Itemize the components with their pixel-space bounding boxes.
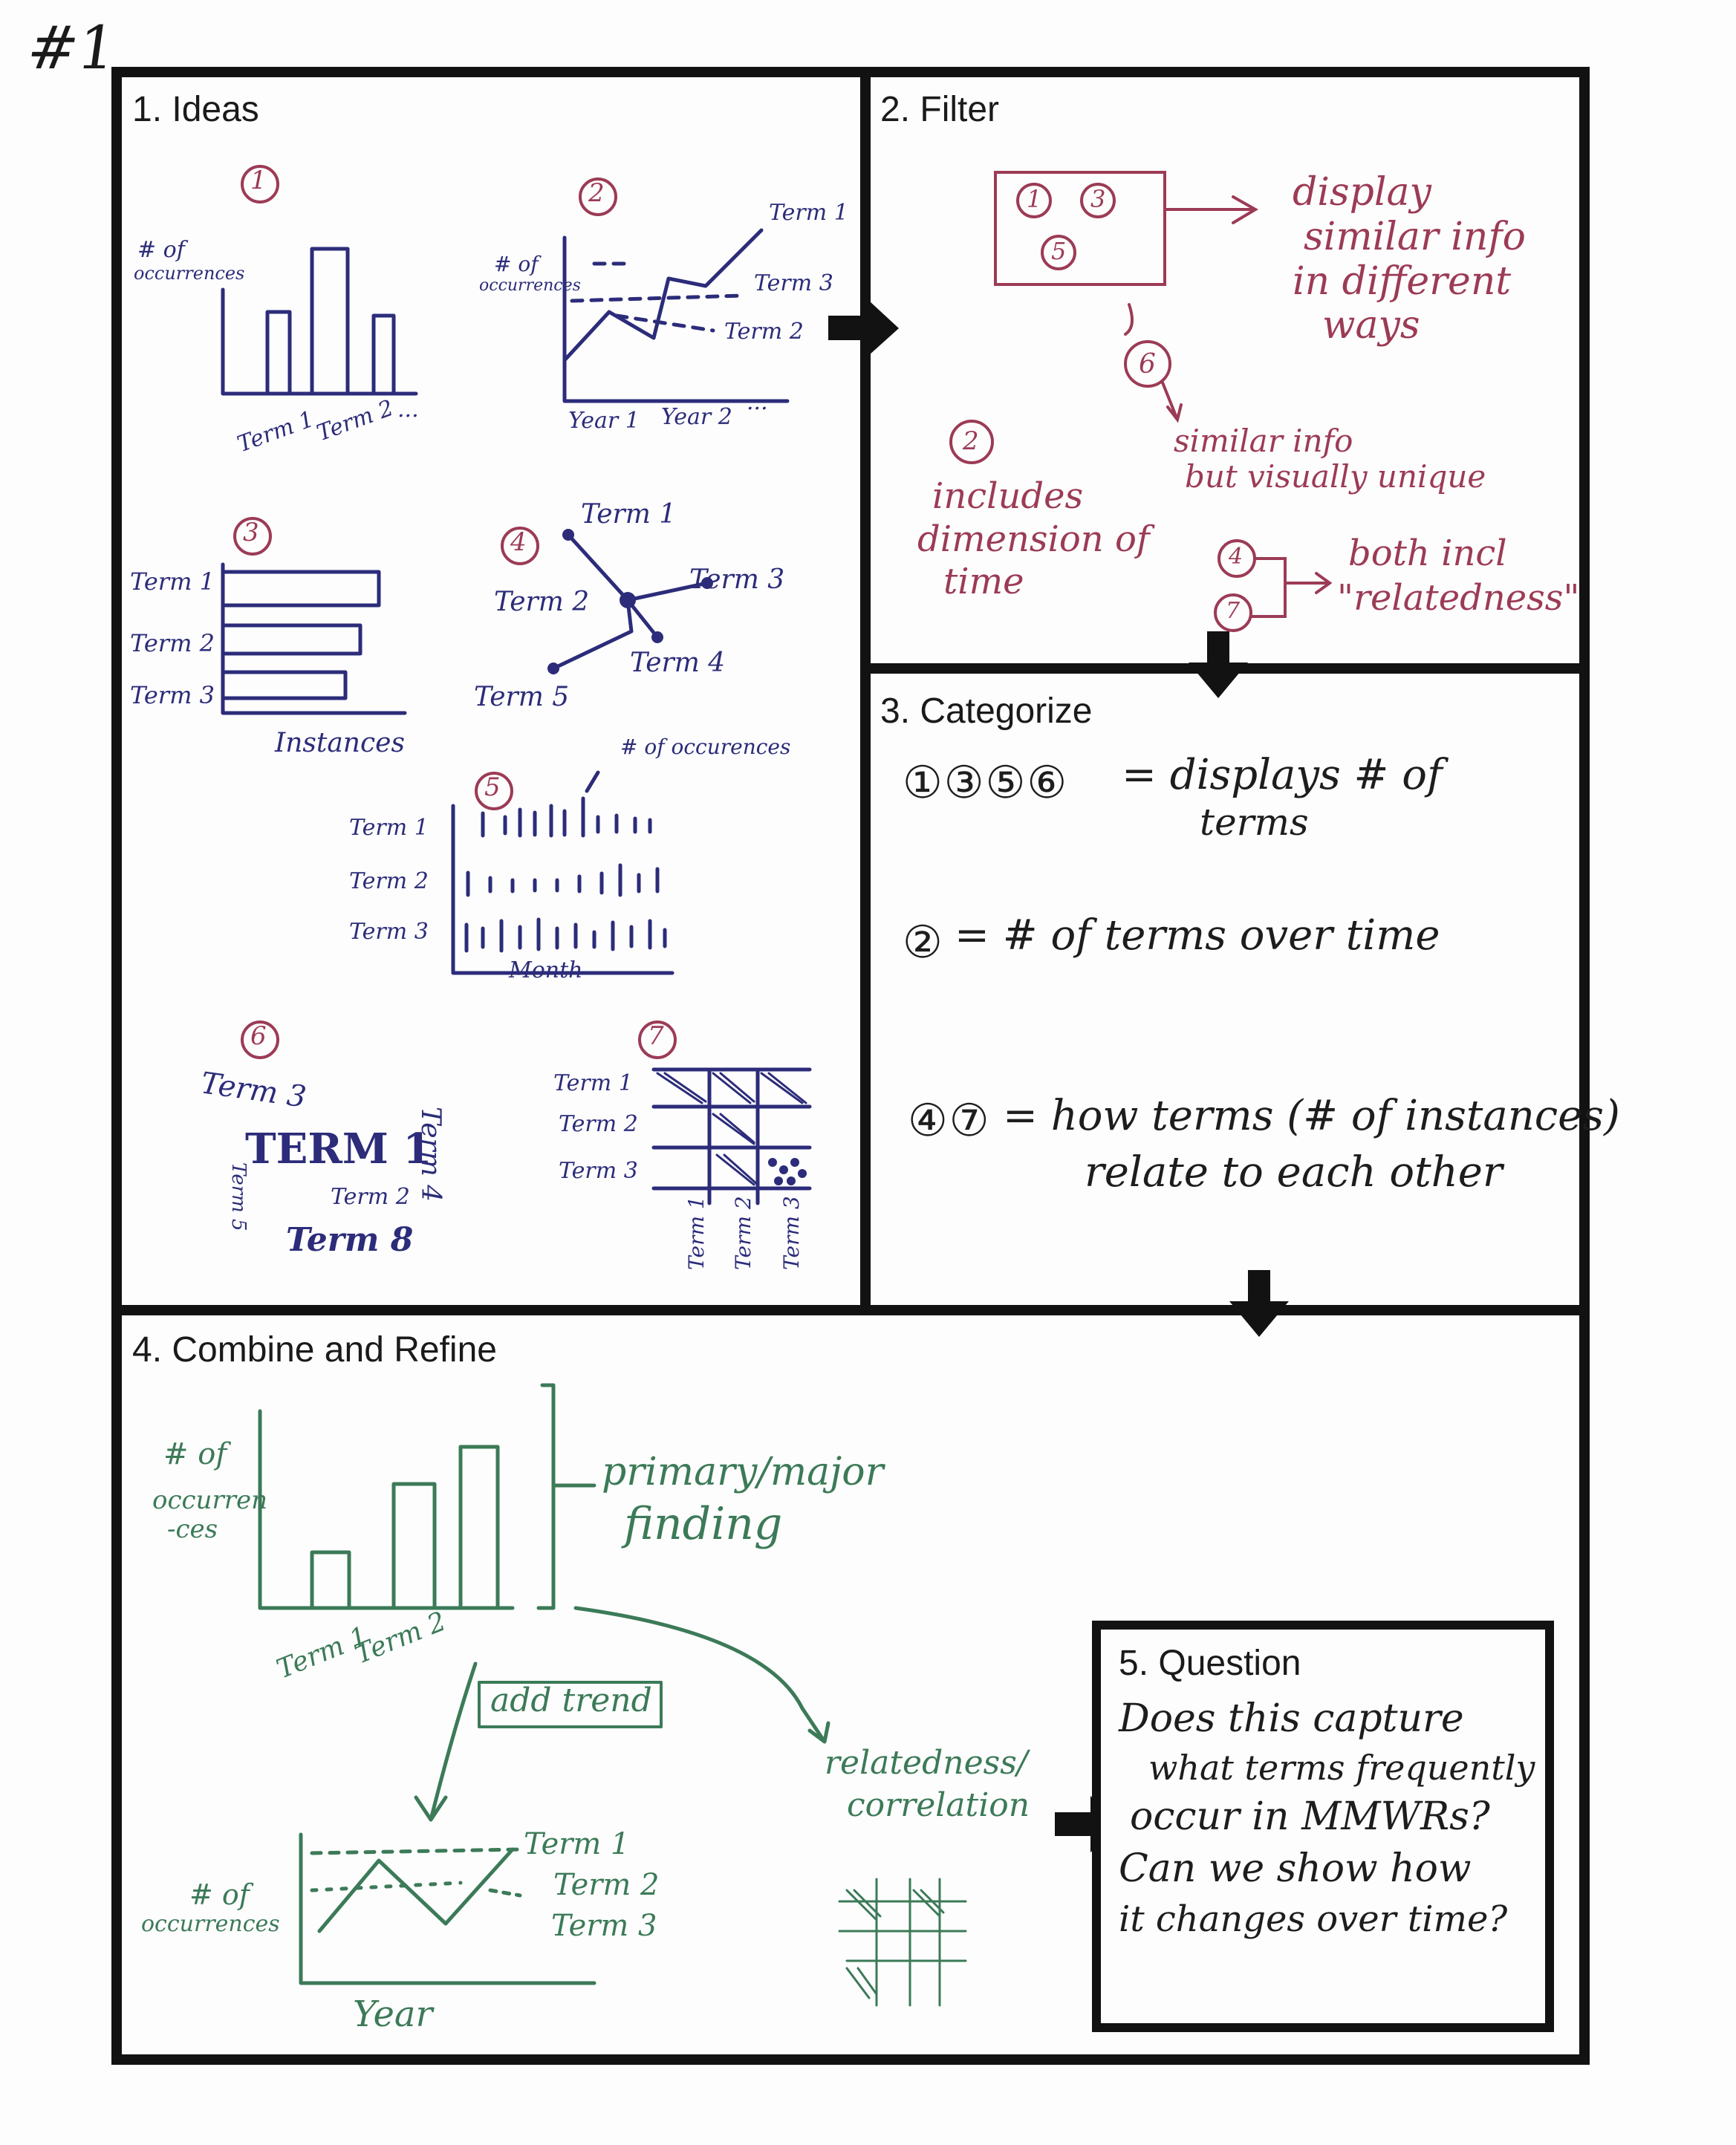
question-line-3: occur in MMWRs? <box>1130 1794 1490 1840</box>
question-panel: 5. Question Does this capture what terms… <box>1092 1621 1554 2032</box>
combine-line-ylabel: # of occurrences <box>141 1878 280 1937</box>
idea1-ylabel: # of occurrences <box>134 237 245 284</box>
idea-6-number: 6 <box>250 1021 267 1051</box>
idea4-node-5: Term 5 <box>474 682 570 712</box>
question-line-5: it changes over time? <box>1119 1898 1508 1940</box>
idea1-xlabel-3: ... <box>397 397 419 423</box>
idea5-ylabel-2: Term 2 <box>349 868 429 894</box>
idea5-annotation: # of occurences <box>620 735 791 759</box>
idea2-xlabel-2: Year 2 <box>661 404 732 430</box>
arrow-categorize-to-combine <box>1229 1270 1289 1337</box>
divider-horizontal <box>116 1305 1582 1315</box>
idea-3-number: 3 <box>243 518 259 547</box>
idea2-series-3: Term 3 <box>754 270 833 296</box>
combine-line-series-1: Term 1 <box>524 1827 630 1861</box>
panel-title-ideas: 1. Ideas <box>132 90 259 129</box>
idea5-ylabel-1: Term 1 <box>349 815 429 841</box>
combine-add-trend: add trend <box>490 1682 652 1719</box>
filter-four-number: 4 <box>1229 544 1244 570</box>
idea2-ylabel: # of occurrences <box>479 252 581 296</box>
question-line-2: what terms frequently <box>1148 1748 1535 1788</box>
idea2-series-2: Term 2 <box>724 319 804 345</box>
idea3-ylabel-2: Term 2 <box>130 629 215 657</box>
arrow-filter-to-categorize <box>1189 631 1248 698</box>
filter-six-number: 6 <box>1139 349 1156 380</box>
idea-4-number: 4 <box>510 527 527 557</box>
idea4-node-1: Term 1 <box>581 499 677 530</box>
idea4-node-4: Term 4 <box>630 648 726 678</box>
categorize-row2-numbers: ② <box>903 917 943 969</box>
idea5-xlabel: Month <box>509 957 583 983</box>
filter-two-note: includes dimension of time <box>917 475 1150 603</box>
storyboard-frame <box>111 67 1590 2065</box>
divider-vertical <box>860 71 871 1312</box>
categorize-row1-numbers: ①③⑤⑥ <box>903 757 1069 809</box>
question-line-1: Does this capture <box>1119 1696 1464 1741</box>
panel-title-categorize: 3. Categorize <box>880 691 1093 731</box>
filter-box-num-5: 5 <box>1051 237 1067 265</box>
idea7-ylabel-1: Term 1 <box>553 1070 633 1096</box>
filter-display-note: display similar info in different ways <box>1293 170 1526 348</box>
filter-box-num-3: 3 <box>1090 185 1106 213</box>
panel-title-combine: 4. Combine and Refine <box>132 1330 497 1370</box>
idea4-node-2: Term 2 <box>494 587 590 617</box>
arrow-ideas-to-filter <box>828 301 899 355</box>
panel-title-question: 5. Question <box>1119 1644 1301 1683</box>
filter-two-number: 2 <box>963 426 979 456</box>
idea2-xlabel-1: Year 1 <box>568 408 640 434</box>
categorize-row1-text: = displays # of terms <box>1122 751 1443 844</box>
filter-six-note: similar info but visually unique <box>1174 423 1486 495</box>
idea7-ylabel-3: Term 3 <box>559 1158 638 1184</box>
question-text: Does this capture what terms frequently … <box>1119 1693 1535 1943</box>
idea-2-number: 2 <box>588 178 605 208</box>
panel-title-filter: 2. Filter <box>880 90 1000 129</box>
categorize-row2-text: = # of terms over time <box>955 911 1440 960</box>
idea7-ylabel-2: Term 2 <box>559 1111 638 1137</box>
filter-seven-number: 7 <box>1226 598 1241 624</box>
combine-line-xlabel: Year <box>353 1993 433 2035</box>
filter-box-num-1: 1 <box>1027 185 1042 213</box>
question-line-4: Can we show how <box>1119 1846 1472 1892</box>
idea2-xlabel-3: ... <box>747 389 768 415</box>
combine-line-series-2: Term 2 <box>553 1868 660 1902</box>
categorize-row3-text: = how terms (# of instances) relate to e… <box>1003 1092 1620 1197</box>
idea-1-number: 1 <box>250 166 267 195</box>
idea-5-number: 5 <box>484 772 501 802</box>
idea3-ylabel-1: Term 1 <box>130 567 215 596</box>
idea6-word-3: Term 2 <box>331 1184 410 1210</box>
idea6-word-2: TERM 1 <box>245 1124 432 1174</box>
filter-relatedness-note: both incl "relatedness" <box>1337 533 1580 619</box>
combine-primary-note: primary/major finding <box>602 1450 884 1550</box>
idea5-ylabel-3: Term 3 <box>349 919 429 945</box>
categorize-row3-numbers: ④⑦ <box>908 1095 991 1147</box>
combine-relatedness: relatedness/ correlation <box>825 1744 1030 1825</box>
idea4-node-3: Term 3 <box>689 564 785 595</box>
combine-bar-ylabel: # of occurren -ces <box>152 1437 267 1545</box>
idea3-xlabel: Instances <box>275 728 405 758</box>
idea2-series-1: Term 1 <box>769 200 848 226</box>
combine-line-series-3: Term 3 <box>551 1909 657 1943</box>
idea3-ylabel-3: Term 3 <box>130 681 215 709</box>
idea-7-number: 7 <box>648 1021 664 1051</box>
idea6-word-6: Term 8 <box>286 1221 414 1259</box>
